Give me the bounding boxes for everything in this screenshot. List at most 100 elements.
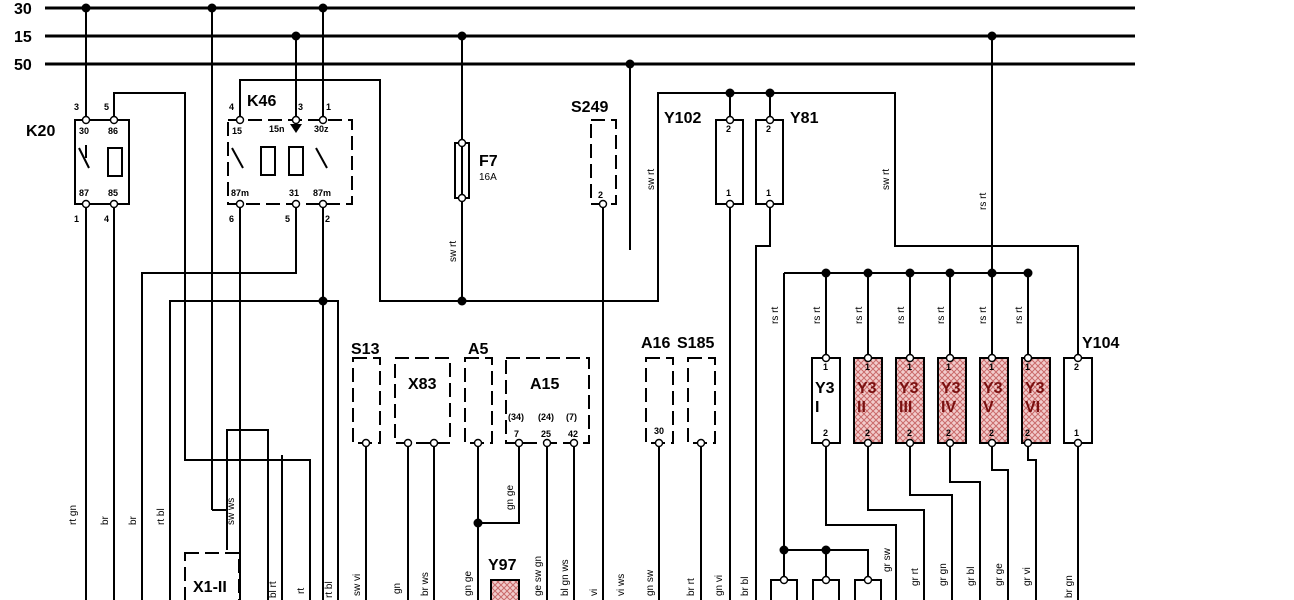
wire-color-label: br ws bbox=[420, 572, 431, 596]
junction-dot bbox=[457, 296, 467, 306]
wire-color-label: br bl bbox=[740, 577, 751, 596]
s185-label: S185 bbox=[677, 335, 714, 352]
connector-terminal bbox=[361, 438, 371, 448]
relay-k20: K20 3 5 30 86 87 85 1 4 bbox=[26, 102, 130, 224]
connector-terminal bbox=[821, 353, 831, 363]
pin-number: 15 bbox=[232, 126, 242, 136]
connector-terminal bbox=[863, 353, 873, 363]
wire-color-label: gr rt bbox=[910, 568, 921, 586]
junction-dot bbox=[765, 88, 775, 98]
relay-k46-switch-a bbox=[231, 147, 244, 169]
wire-color-label: rt bl bbox=[324, 581, 335, 598]
junction-dot bbox=[81, 3, 91, 13]
pin-number: 3 bbox=[74, 102, 79, 112]
connector-terminal bbox=[779, 575, 789, 585]
wire-color-label: rs rt bbox=[770, 307, 781, 324]
connector-terminal bbox=[905, 438, 915, 448]
connector-terminal bbox=[81, 199, 91, 209]
f7-rating: 16A bbox=[479, 172, 497, 183]
pin-number: 3 bbox=[298, 102, 303, 112]
y81-label: Y81 bbox=[790, 110, 819, 127]
valve-y102: Y102 2 1 bbox=[664, 110, 744, 209]
connector-terminal bbox=[403, 438, 413, 448]
wire-color-label: rs rt bbox=[978, 307, 989, 324]
pin-number: 15n bbox=[269, 124, 285, 134]
k20-label: K20 bbox=[26, 123, 55, 140]
connector-terminal bbox=[725, 115, 735, 125]
fuse-f7: F7 16A bbox=[454, 138, 498, 203]
wire-color-label: vi bbox=[589, 589, 600, 596]
connector-terminal bbox=[457, 193, 467, 203]
wire-color-label: sw vi bbox=[352, 574, 363, 596]
connector-terminal bbox=[821, 438, 831, 448]
component-x83-body bbox=[394, 357, 451, 444]
y3-label: Y3 bbox=[857, 380, 877, 397]
wire bbox=[1027, 445, 1037, 600]
injector-y3-6-body bbox=[1021, 357, 1051, 444]
wire-color-label: rs rt bbox=[978, 193, 989, 210]
connector-terminal bbox=[905, 353, 915, 363]
junction-dot bbox=[625, 59, 635, 69]
wire-color-label: gn vi bbox=[714, 575, 725, 596]
pin-number: 2 bbox=[823, 428, 828, 438]
y3-index: VI bbox=[1025, 399, 1040, 416]
y97-label: Y97 bbox=[488, 557, 517, 574]
pin-number: 2 bbox=[989, 428, 994, 438]
pin-number: 1 bbox=[74, 214, 79, 224]
pin-number: 2 bbox=[325, 214, 330, 224]
junction-dots bbox=[81, 3, 1033, 555]
relay-k20-coil bbox=[107, 147, 123, 177]
x1-ii-label: X1-II bbox=[193, 579, 227, 596]
wires bbox=[85, 8, 1079, 600]
wire bbox=[867, 445, 925, 600]
component-x83: X83 bbox=[394, 357, 451, 448]
pin-number: 87m bbox=[231, 188, 249, 198]
wire bbox=[239, 79, 731, 302]
wire-color-label: br rt bbox=[686, 578, 697, 596]
connector-terminal bbox=[987, 438, 997, 448]
component-s13: S13 bbox=[351, 341, 381, 448]
a15-label: A15 bbox=[530, 376, 559, 393]
pin-number: 1 bbox=[1074, 428, 1079, 438]
pin-number: 86 bbox=[108, 126, 118, 136]
wire-color-label: gn ge bbox=[505, 485, 516, 510]
pin-number: 30 bbox=[79, 126, 89, 136]
connector-terminal bbox=[291, 115, 301, 125]
wire bbox=[784, 549, 869, 580]
pin-number: 2 bbox=[865, 428, 870, 438]
wire bbox=[730, 92, 771, 118]
wire-color-label: vi ws bbox=[616, 574, 627, 596]
switch-s249: S249 2 bbox=[571, 99, 617, 209]
junction-dot bbox=[318, 3, 328, 13]
y104-label: Y104 bbox=[1082, 335, 1119, 352]
connector-terminal bbox=[1073, 353, 1083, 363]
pin-number: 2 bbox=[1074, 362, 1079, 372]
connector-terminal bbox=[863, 575, 873, 585]
wire-color-label: gr vi bbox=[1022, 567, 1033, 586]
wire-color-label: gr gn bbox=[938, 563, 949, 586]
pin-number: 1 bbox=[823, 362, 828, 372]
pin-number: 2 bbox=[598, 190, 603, 200]
connector-terminal bbox=[109, 115, 119, 125]
s249-label: S249 bbox=[571, 99, 608, 116]
pin-number: 2 bbox=[946, 428, 951, 438]
connector-terminal bbox=[457, 138, 467, 148]
connector-terminal bbox=[598, 199, 608, 209]
pin-number: 85 bbox=[108, 188, 118, 198]
connector-x1-ii-body bbox=[184, 552, 240, 600]
wire-color-label: br bbox=[100, 515, 111, 525]
connector-terminal bbox=[725, 199, 735, 209]
wire-color-label: sw rt bbox=[646, 169, 657, 190]
wire bbox=[755, 205, 771, 600]
injector-y3-4: 1 Y3 IV 2 bbox=[937, 353, 967, 448]
valve-y81: Y81 2 1 bbox=[755, 110, 819, 209]
pin-number: 6 bbox=[229, 214, 234, 224]
component-s185-body bbox=[687, 357, 716, 444]
a16-label: A16 bbox=[641, 335, 670, 352]
relay-k46-switch-b bbox=[315, 147, 328, 169]
wire bbox=[991, 445, 1009, 600]
junction-dot bbox=[291, 31, 301, 41]
valve-y104: Y104 2 1 bbox=[1063, 335, 1119, 448]
junction-dot bbox=[863, 268, 873, 278]
